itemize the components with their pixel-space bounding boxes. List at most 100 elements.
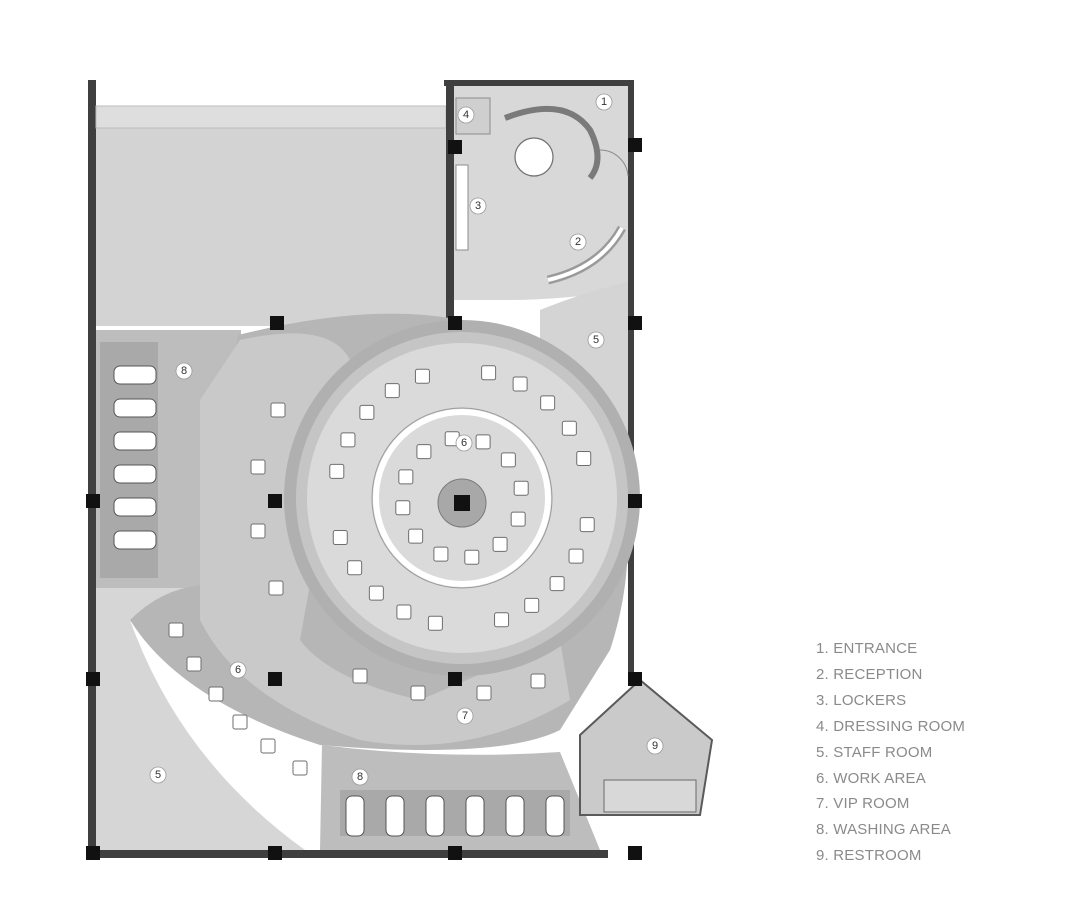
station-chair-inner	[464, 549, 480, 565]
wash-basin	[345, 795, 365, 837]
station-chair-inner	[408, 528, 424, 544]
station-chair-outer	[576, 450, 592, 466]
wash-basin	[505, 795, 525, 837]
outer-wall-bottom	[88, 850, 608, 858]
station-chair-outer	[579, 517, 595, 533]
work-chair	[208, 686, 224, 702]
legend: 1. ENTRANCE 2. RECEPTION 3. LOCKERS 4. D…	[816, 636, 965, 869]
svg-text:6: 6	[235, 664, 241, 676]
work-area-inner-ring	[373, 409, 551, 587]
work-chair	[232, 714, 248, 730]
work-chair	[168, 622, 184, 638]
svg-text:8: 8	[357, 771, 363, 783]
wash-basin	[113, 530, 157, 550]
svg-text:6: 6	[461, 437, 467, 449]
station-chair-inner	[492, 536, 508, 552]
station-chair-outer	[524, 597, 540, 613]
wash-basin	[113, 497, 157, 517]
legend-item-lockers: 3. LOCKERS	[816, 691, 907, 709]
reception-desk-arc	[503, 105, 601, 180]
station-chair-inner	[510, 511, 526, 527]
entrance-door	[599, 149, 629, 177]
station-chair-outer	[561, 420, 577, 436]
tag-vip-room: 7	[456, 707, 474, 725]
reception-counter-top	[547, 227, 624, 282]
station-chair-inner	[513, 480, 529, 496]
station-chair-outer	[427, 615, 443, 631]
work-area-inner-ring-edge	[371, 407, 553, 589]
left-work-chairs	[168, 622, 308, 776]
station-chair-outer	[494, 612, 510, 628]
station-chair-inner	[433, 546, 449, 562]
locker-bank	[455, 164, 469, 251]
svg-text:4: 4	[463, 109, 469, 121]
outer-wall-right	[628, 80, 634, 680]
svg-text:5: 5	[155, 769, 161, 781]
wash-basin	[113, 365, 157, 385]
tag-washing-area-left: 8	[175, 362, 193, 380]
staff-room-left	[96, 588, 305, 850]
tag-restroom: 9	[646, 737, 664, 755]
svg-text:3: 3	[475, 200, 481, 212]
station-chair-inner	[398, 469, 414, 485]
wash-basin	[425, 795, 445, 837]
work-chair	[292, 760, 308, 776]
vip-chair	[352, 668, 368, 684]
legend-item-vip-room: 7. VIP ROOM	[816, 795, 910, 813]
vip-chairs	[250, 402, 546, 701]
station-chair-outer	[359, 404, 375, 420]
tag-staff-room-left: 5	[149, 766, 167, 784]
vip-chair	[410, 685, 426, 701]
legend-item-restroom: 9. RESTROOM	[816, 847, 922, 865]
station-chair-inner	[395, 500, 411, 516]
treatment-ring	[200, 333, 570, 745]
tag-dressing-room: 4	[457, 106, 475, 124]
svg-text:1: 1	[601, 96, 607, 108]
wash-basin	[545, 795, 565, 837]
vip-chair	[530, 673, 546, 689]
wash-basin	[113, 431, 157, 451]
work-chair	[260, 738, 276, 754]
terrace	[96, 106, 446, 326]
legend-item-staff-room: 5. STAFF ROOM	[816, 743, 933, 761]
vip-chair	[270, 402, 286, 418]
outer-wall-entrance	[444, 80, 632, 86]
station-chair-outer	[568, 548, 584, 564]
station-chair-outer	[347, 560, 363, 576]
legend-item-entrance: 1. ENTRANCE	[816, 640, 918, 657]
station-chair-inner	[475, 434, 491, 450]
terrace-edge	[95, 105, 447, 129]
lockers-wall	[446, 86, 454, 324]
svg-text:8: 8	[181, 365, 187, 377]
station-chair-outer	[368, 585, 384, 601]
station-chair-outer	[329, 463, 345, 479]
outer-wall-left	[88, 80, 96, 858]
structural-columns	[86, 138, 642, 860]
tag-washing-area-bottom: 8	[351, 768, 369, 786]
wash-basin	[465, 795, 485, 837]
station-chair-outer	[384, 383, 400, 399]
restroom-stalls	[603, 779, 697, 813]
station-chair-outer	[540, 395, 556, 411]
vip-chair	[250, 459, 266, 475]
washing-area-bottom-counter	[340, 790, 570, 836]
tag-lockers: 3	[469, 197, 487, 215]
station-chair-inner	[500, 452, 516, 468]
wash-basin	[113, 464, 157, 484]
station-chair-outer	[332, 530, 348, 546]
legend-item-dressing-room: 4. DRESSING ROOM	[816, 717, 966, 735]
svg-text:7: 7	[462, 710, 468, 722]
station-chair-outer	[396, 604, 412, 620]
legend-item-work-area: 6. WORK AREA	[816, 769, 926, 787]
vip-chair	[268, 580, 284, 596]
wash-basin	[113, 398, 157, 418]
tag-entrance: 1	[595, 93, 613, 111]
station-chair-outer	[512, 376, 528, 392]
wash-basin	[385, 795, 405, 837]
reception-column	[514, 137, 554, 177]
svg-text:9: 9	[652, 740, 658, 752]
legend-item-reception: 2. RECEPTION	[816, 665, 923, 683]
work-stations	[329, 365, 595, 631]
svg-text:2: 2	[575, 236, 581, 248]
